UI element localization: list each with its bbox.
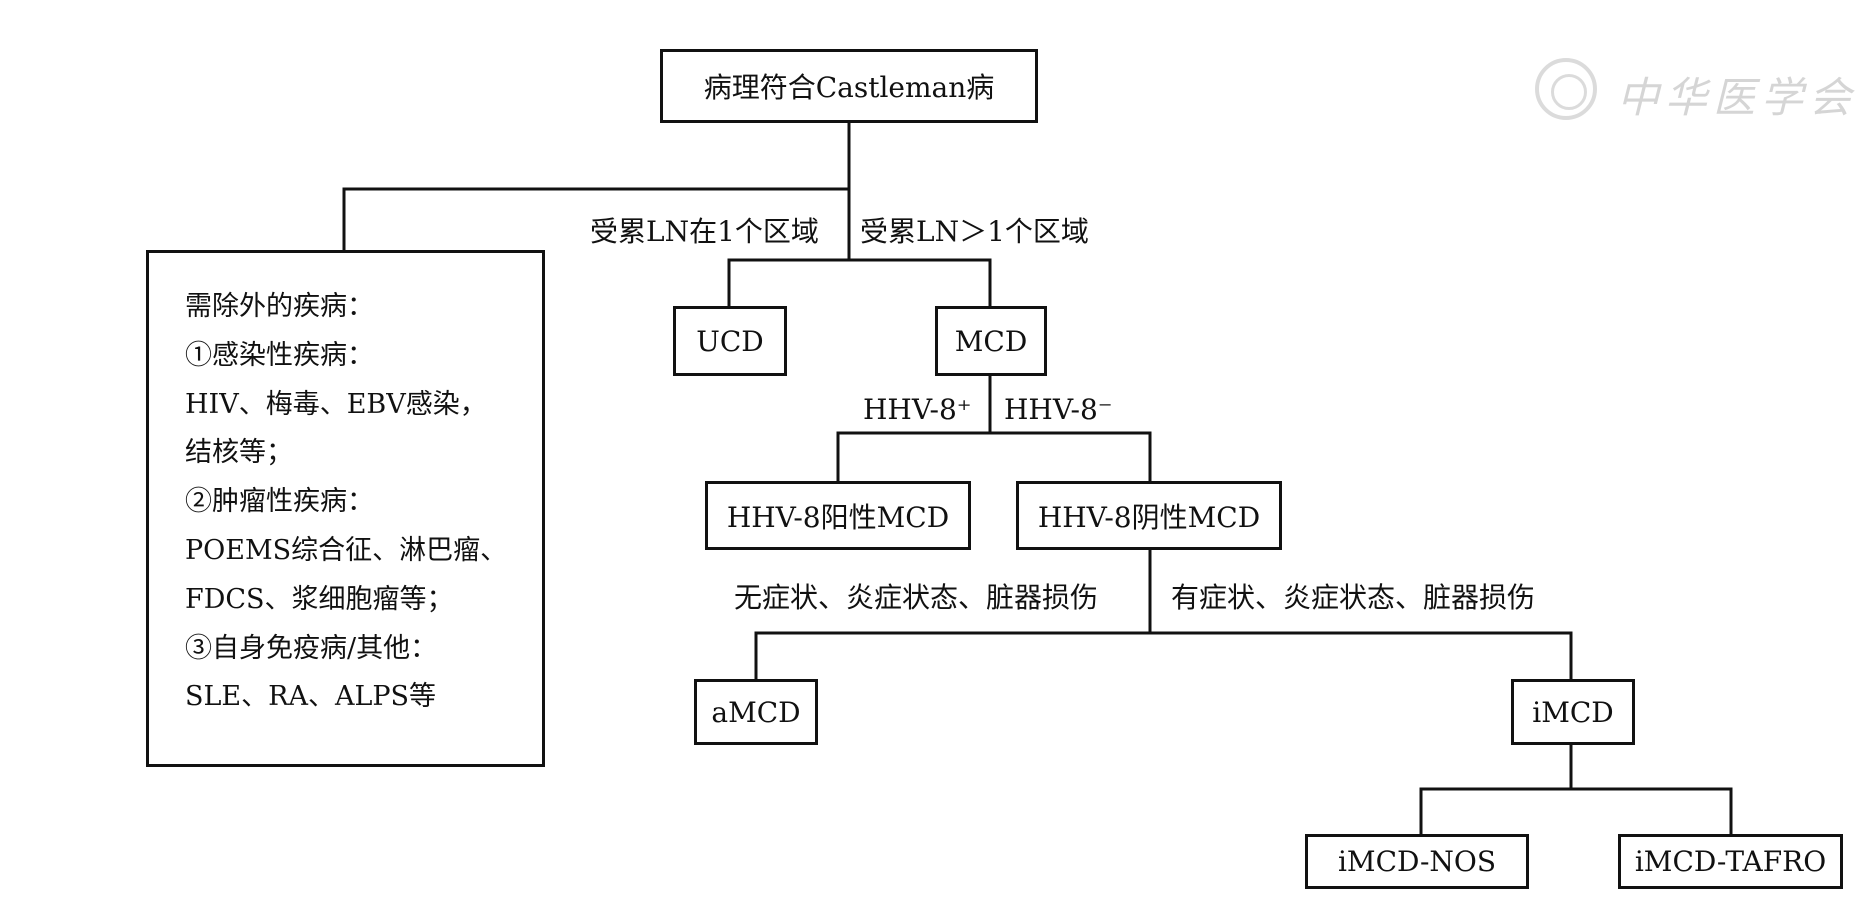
edge-label-asymptomatic: 无症状、炎症状态、脏器损伤 bbox=[734, 581, 1099, 614]
node-hhv8-negative-mcd: HHV-8阴性MCD bbox=[1016, 481, 1282, 550]
exclusion-line: POEMS综合征、淋巴瘤、 bbox=[185, 534, 508, 566]
node-mcd-label: MCD bbox=[954, 324, 1028, 358]
exclusion-line: ③自身免疫病/其他： bbox=[185, 632, 438, 664]
exclusion-line: FDCS、浆细胞瘤等； bbox=[185, 583, 454, 615]
node-hhv8-positive-mcd: HHV-8阳性MCD bbox=[705, 481, 971, 550]
node-hhv8-positive-label: HHV-8阳性MCD bbox=[726, 500, 950, 534]
node-root-label: 病理符合Castleman病 bbox=[703, 71, 995, 104]
exclusion-line: HIV、梅毒、EBV感染， bbox=[185, 388, 487, 420]
publisher-watermark: 中华医学会 bbox=[1535, 58, 1851, 130]
node-imcd-tafro-label: iMCD-TAFRO bbox=[1634, 845, 1827, 878]
exclusion-line: 需除外的疾病： bbox=[185, 291, 374, 322]
node-imcd-label: iMCD bbox=[1532, 695, 1614, 729]
exclusion-line: ①感染性疾病： bbox=[185, 339, 374, 371]
node-amcd-label: aMCD bbox=[711, 695, 801, 729]
edge-label-single-region: 受累LN在1个区域 bbox=[590, 215, 819, 248]
exclusion-diseases-box: 需除外的疾病： ①感染性疾病： HIV、梅毒、EBV感染， 结核等； ②肿瘤性疾… bbox=[146, 250, 545, 767]
publisher-seal-icon bbox=[1535, 58, 1597, 120]
edge-label-multi-region: 受累LN＞1个区域 bbox=[860, 215, 1089, 248]
node-ucd-label: UCD bbox=[696, 324, 764, 358]
node-hhv8-negative-label: HHV-8阴性MCD bbox=[1037, 500, 1261, 534]
node-imcd-nos: iMCD-NOS bbox=[1305, 834, 1529, 889]
watermark-text: 中华医学会 bbox=[1617, 73, 1858, 122]
node-imcd-nos-label: iMCD-NOS bbox=[1337, 845, 1497, 878]
node-amcd: aMCD bbox=[694, 679, 818, 745]
edge-label-hhv8-positive: HHV-8⁺ bbox=[863, 393, 972, 426]
node-ucd: UCD bbox=[673, 306, 787, 376]
node-imcd-tafro: iMCD-TAFRO bbox=[1618, 834, 1843, 889]
exclusion-line: ②肿瘤性疾病： bbox=[185, 486, 374, 518]
exclusion-line: 结核等； bbox=[185, 437, 293, 469]
exclusion-line: SLE、RA、ALPS等 bbox=[185, 681, 437, 713]
node-imcd: iMCD bbox=[1511, 679, 1635, 745]
edge-label-symptomatic: 有症状、炎症状态、脏器损伤 bbox=[1171, 581, 1536, 614]
edge-label-hhv8-negative: HHV-8⁻ bbox=[1004, 393, 1113, 426]
node-root-castleman: 病理符合Castleman病 bbox=[660, 49, 1038, 123]
node-mcd: MCD bbox=[935, 306, 1047, 376]
